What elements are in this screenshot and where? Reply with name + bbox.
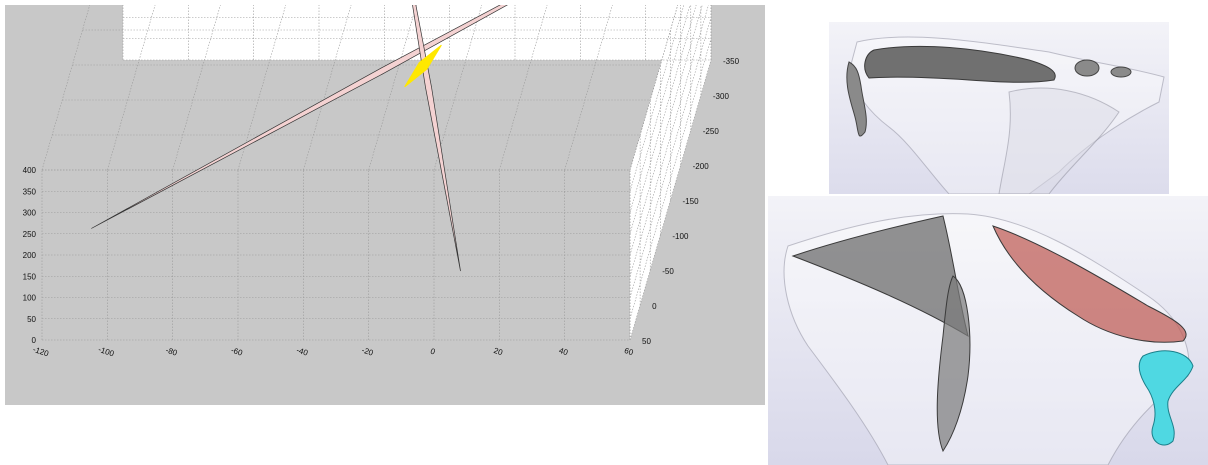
- red-mesh-surface: [992, 225, 1187, 343]
- surface-render-bottom-image: [783, 213, 1194, 465]
- x-tick-label: 60: [623, 346, 635, 357]
- y-tick-label: -250: [703, 127, 720, 136]
- z-tick-label: 300: [23, 209, 37, 218]
- line-segments: [91, 5, 508, 272]
- x-tick-label: -100: [97, 345, 116, 359]
- grid-line-z-side: [629, 5, 703, 256]
- grid-line-x-top: [433, 5, 483, 171]
- gray-column-surface: [936, 275, 971, 453]
- x-tick-label: -20: [361, 346, 375, 358]
- dark-gray-surface: [864, 45, 1056, 83]
- line-segment-1: [91, 5, 508, 229]
- y-tick-label: -200: [693, 162, 710, 171]
- y-tick-label: 0: [652, 302, 657, 311]
- grid-line-z-side: [629, 38, 712, 319]
- x-tick-label: 0: [429, 347, 437, 357]
- y-tick-label: 50: [642, 337, 651, 346]
- grid-lines: [41, 5, 712, 341]
- z-tick-label: 250: [23, 230, 37, 239]
- grid-line-x-top: [303, 5, 352, 171]
- grid-line-z-side: [629, 17, 712, 298]
- x-tick-label: -120: [32, 345, 51, 359]
- grid-line-x-top: [564, 5, 613, 171]
- grid-line-z-side: [629, 5, 709, 277]
- z-tick-labels: 0 50 100 150 200 250 300 350 400: [23, 166, 37, 345]
- grid-line-z-side: [629, 5, 691, 213]
- x-tick-label: 20: [492, 346, 504, 357]
- z-tick-label: 350: [23, 187, 37, 196]
- x-tick-label: 40: [558, 346, 570, 357]
- surface-render-top: [829, 22, 1169, 194]
- z-tick-label: 400: [23, 166, 37, 175]
- grid-line-x-top: [237, 5, 287, 171]
- translucent-surface-lower: [998, 87, 1120, 194]
- z-tick-label: 50: [27, 315, 36, 324]
- y-tick-label: -50: [662, 267, 674, 276]
- y-tick-label: -300: [713, 92, 730, 101]
- surface-render-bottom: [768, 196, 1208, 465]
- gray-blob: [1074, 59, 1100, 77]
- y-tick-label: -350: [723, 57, 740, 66]
- grid-line-x-top: [41, 5, 91, 171]
- grid-line-x-top: [107, 5, 156, 171]
- x-tick-label: -60: [230, 346, 244, 358]
- grid-line-z-side: [629, 59, 712, 341]
- cyan-tube: [1138, 350, 1194, 446]
- y-tick-label: -150: [683, 197, 700, 206]
- x-tick-labels: -120 -100 -80 -60 -40 -20 0 20 40 60: [32, 345, 635, 359]
- grid-line-x-top: [368, 5, 417, 171]
- grid-line-z-side: [629, 5, 685, 192]
- x-tick-label: -80: [165, 346, 179, 358]
- grid-line-x-top: [499, 5, 548, 171]
- z-tick-label: 150: [23, 272, 37, 281]
- highlight-segment: [404, 44, 442, 88]
- grid-line-x-top: [172, 5, 221, 171]
- x-tick-label: -40: [295, 346, 309, 358]
- grid-line-z-side: [629, 5, 697, 234]
- gray-blob-small: [1110, 66, 1132, 78]
- surface-render-top-image: [846, 36, 1165, 194]
- z-tick-label: 0: [32, 336, 37, 345]
- y-tick-labels: 50 0 -50 -100 -150 -200 -250 -300 -350: [642, 57, 740, 346]
- z-tick-label: 200: [23, 251, 37, 260]
- gray-tube: [846, 61, 867, 137]
- z-tick-label: 100: [23, 294, 37, 303]
- grid-line-x-top: [629, 5, 679, 171]
- y-tick-label: -100: [672, 232, 689, 241]
